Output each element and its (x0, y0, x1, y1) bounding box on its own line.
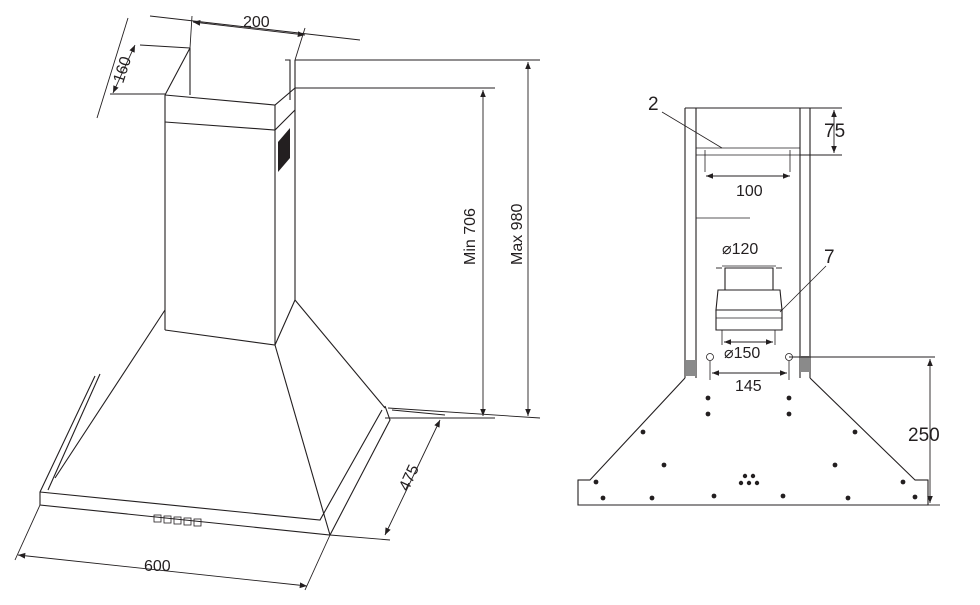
label-dim-100: 100 (736, 183, 763, 200)
label-min-height: Min 706 (462, 208, 479, 265)
label-dim-145: 145 (735, 378, 762, 395)
label-dia-120: ⌀120 (722, 241, 758, 258)
callout-7-label: 7 (824, 247, 835, 268)
perspective-view (39, 47, 391, 536)
callout-2-label: 2 (648, 94, 659, 115)
label-dim-75: 75 (824, 121, 845, 142)
front-view (577, 107, 929, 506)
dimension-75: 75 (800, 107, 845, 156)
callout-2: 2 (648, 94, 723, 149)
dimension-145: 145 (712, 370, 787, 395)
dimension-200: 200 (149, 14, 361, 61)
dimension-250: 250 (789, 356, 940, 506)
dimension-dia-150: ⌀150 (724, 339, 773, 362)
label-dia-150: ⌀150 (724, 345, 760, 362)
callout-7: 7 (779, 247, 835, 313)
label-dim-250: 250 (908, 425, 940, 446)
dimension-dia-120: ⌀120 (716, 241, 782, 269)
label-width-top: 200 (243, 14, 270, 31)
label-max-height: Max 980 (509, 204, 526, 265)
fastening-points (593, 395, 918, 501)
dimension-160: 160 (96, 17, 191, 119)
dimension-height: Min 706 Max 980 (295, 59, 541, 419)
dimension-600: 600 (14, 504, 331, 591)
label-depth-top: 160 (111, 54, 135, 85)
label-depth-base: 475 (396, 462, 423, 493)
dimension-475: 475 (329, 409, 446, 541)
label-width-base: 600 (144, 558, 171, 575)
dimension-100: 100 (706, 173, 790, 200)
